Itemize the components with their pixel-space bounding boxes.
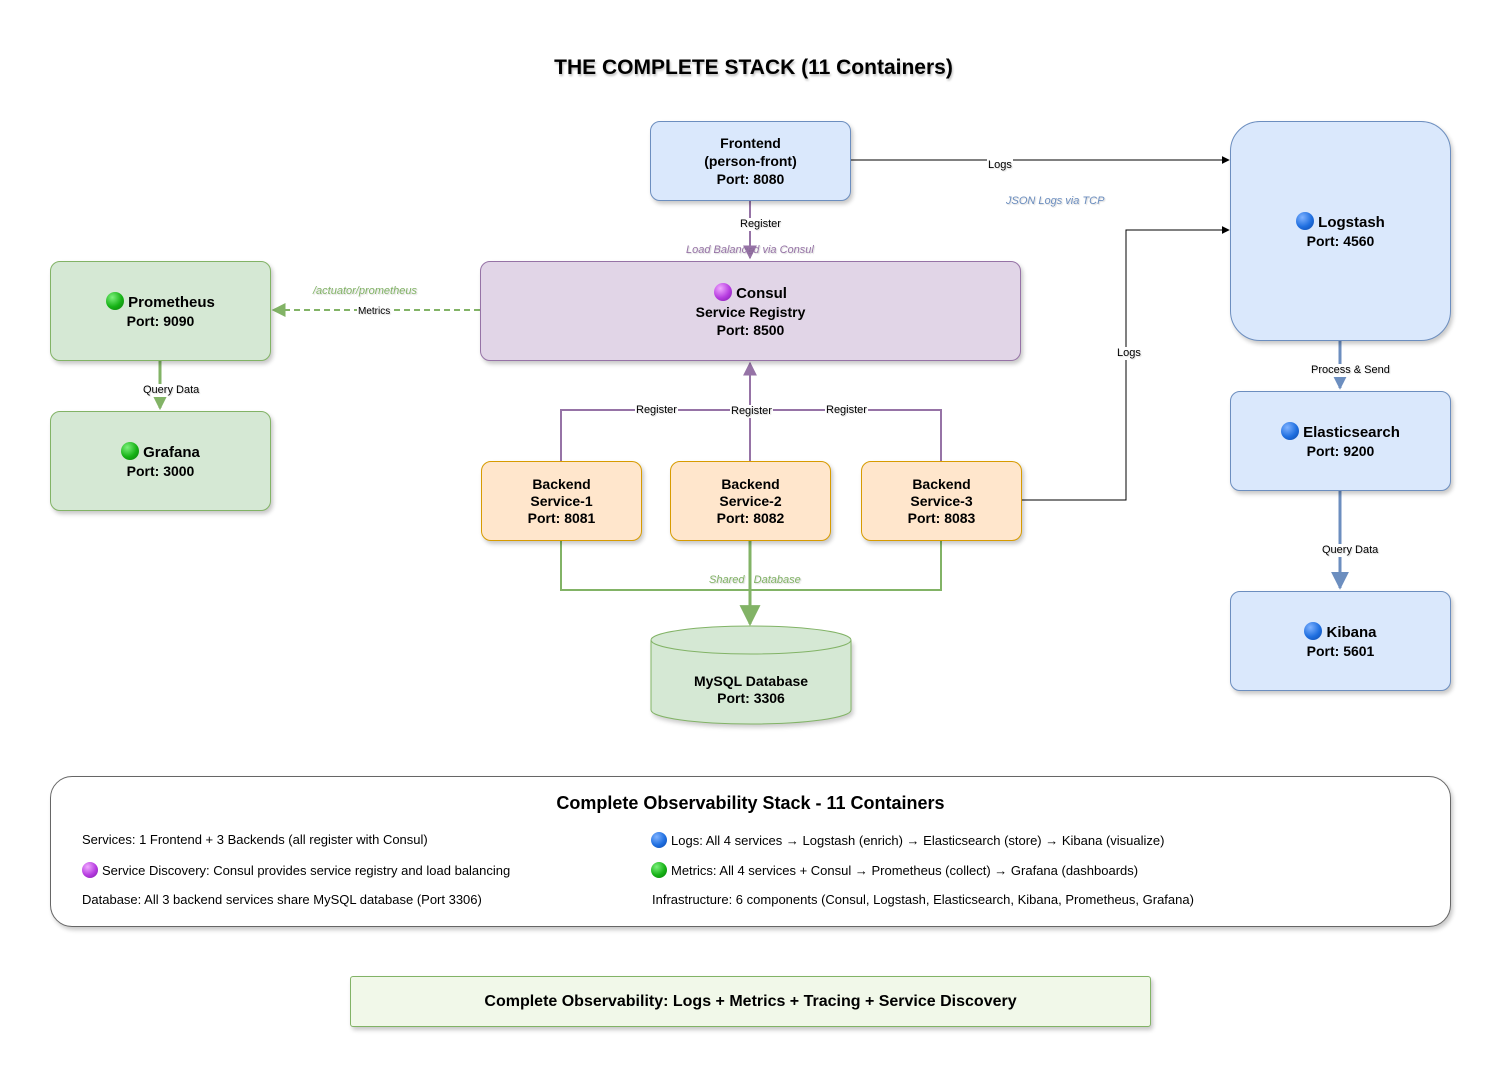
frontend-name: Frontend [720,135,781,151]
frontend-subtitle: (person-front) [704,153,797,169]
edge-note-load-balanced: Load Balanced via Consul [686,244,814,256]
summary-title: Complete Observability Stack - 11 Contai… [556,793,945,813]
edge-note-shared-database: Shared Database [709,574,801,586]
kibana-node[interactable]: Kibana Port: 5601 [1230,591,1451,691]
summary-metrics-text: Metrics: All 4 services + Consul → Prome… [671,863,1139,878]
green-circle-icon [651,862,667,878]
mysql-name: MySQL Database [693,673,809,689]
summary-metrics: Metrics: All 4 services + Consul → Prome… [651,862,1138,879]
frontend-node[interactable]: Frontend (person-front) Port: 8080 [650,121,851,201]
backend-3-name: Backend [912,475,971,492]
summary-logs: Logs: All 4 services → Logstash (enrich)… [651,832,1164,849]
backend-2-service: Service-2 [719,492,782,509]
summary-infrastructure: Infrastructure: 6 components (Consul, Lo… [652,892,1194,908]
mysql-node[interactable]: MySQL Database Port: 3306 [651,660,851,720]
summary-panel: Complete Observability Stack - 11 Contai… [50,776,1451,927]
summary-services-text: Services: 1 Frontend + 3 Backends (all r… [82,832,428,847]
backend-3-port: Port: 8083 [907,509,976,526]
grafana-name: Grafana [143,444,200,461]
green-circle-icon [106,292,125,310]
blue-circle-icon [1296,212,1315,230]
blue-circle-icon [651,832,667,848]
edge-label-register-backend-3: Register [825,404,868,417]
backend-1-port: Port: 8081 [527,509,596,526]
elasticsearch-node[interactable]: Elasticsearch Port: 9200 [1230,391,1451,491]
kibana-port: Port: 5601 [1306,643,1375,659]
consul-port: Port: 8500 [716,322,785,338]
diagram-title: THE COMPLETE STACK (11 Containers) [554,56,953,79]
summary-logs-text: Logs: All 4 services → Logstash (enrich)… [671,833,1165,848]
backend-2-name: Backend [721,475,780,492]
summary-database: Database: All 3 backend services share M… [82,892,482,908]
kibana-name: Kibana [1326,624,1377,641]
purple-circle-icon [714,283,733,301]
logstash-node[interactable]: Logstash Port: 4560 [1230,121,1451,341]
backend-1-name: Backend [532,475,591,492]
edge-backend3-mysql [750,541,942,591]
consul-subtitle: Service Registry [695,304,806,320]
prometheus-node[interactable]: Prometheus Port: 9090 [50,261,271,361]
backend-3-service: Service-3 [910,492,973,509]
backend-service-3-node[interactable]: Backend Service-3 Port: 8083 [861,461,1022,541]
summary-service-discovery: Service Discovery: Consul provides servi… [82,862,510,879]
edge-label-register-backend-2: Register [730,405,773,418]
blue-circle-icon [1304,622,1323,640]
consul-node[interactable]: Consul Service Registry Port: 8500 [480,261,1021,361]
edge-backend1-consul [560,409,750,461]
summary-database-text: Database: All 3 backend services share M… [82,892,482,907]
edge-backend-logstash [1021,226,1230,501]
edge-backend1-mysql [560,541,750,591]
green-circle-icon [121,442,140,460]
backend-service-1-node[interactable]: Backend Service-1 Port: 8081 [481,461,642,541]
purple-circle-icon [82,862,98,878]
edge-label-query-data-kibana: Query Data [1321,544,1380,557]
footer-banner: Complete Observability: Logs + Metrics +… [350,976,1151,1027]
grafana-port: Port: 3000 [126,463,195,479]
edge-backend3-consul [750,409,942,461]
elasticsearch-port: Port: 9200 [1306,443,1375,459]
blue-circle-icon [1281,422,1300,440]
grafana-node[interactable]: Grafana Port: 3000 [50,411,271,511]
backend-service-2-node[interactable]: Backend Service-2 Port: 8082 [670,461,831,541]
edge-label-query-data-grafana: Query Data [142,384,201,397]
edge-label-register-frontend: Register [739,218,782,231]
edge-label-register-backend-1: Register [635,404,678,417]
elasticsearch-name: Elasticsearch [1303,424,1400,441]
prometheus-name: Prometheus [128,294,215,311]
edge-label-logs-frontend: Logs [987,159,1013,172]
summary-service-discovery-text: Service Discovery: Consul provides servi… [102,863,511,878]
edge-label-process-send: Process & Send [1310,364,1391,377]
backend-1-service: Service-1 [530,492,593,509]
logstash-name: Logstash [1318,214,1385,231]
prometheus-port: Port: 9090 [126,313,195,329]
edge-note-actuator: /actuator/prometheus [313,285,417,297]
logstash-port: Port: 4560 [1306,233,1375,249]
summary-services: Services: 1 Frontend + 3 Backends (all r… [82,832,428,848]
frontend-port: Port: 8080 [716,171,785,187]
mysql-port: Port: 3306 [717,690,785,706]
mysql-cylinder [650,625,852,725]
summary-infrastructure-text: Infrastructure: 6 components (Consul, Lo… [652,892,1194,907]
edge-label-metrics: Metrics [357,305,392,318]
edge-label-logs-backend: Logs [1116,347,1142,360]
edge-note-json-logs: JSON Logs via TCP [1006,195,1105,207]
consul-name: Consul [736,285,787,302]
backend-2-port: Port: 8082 [716,509,785,526]
